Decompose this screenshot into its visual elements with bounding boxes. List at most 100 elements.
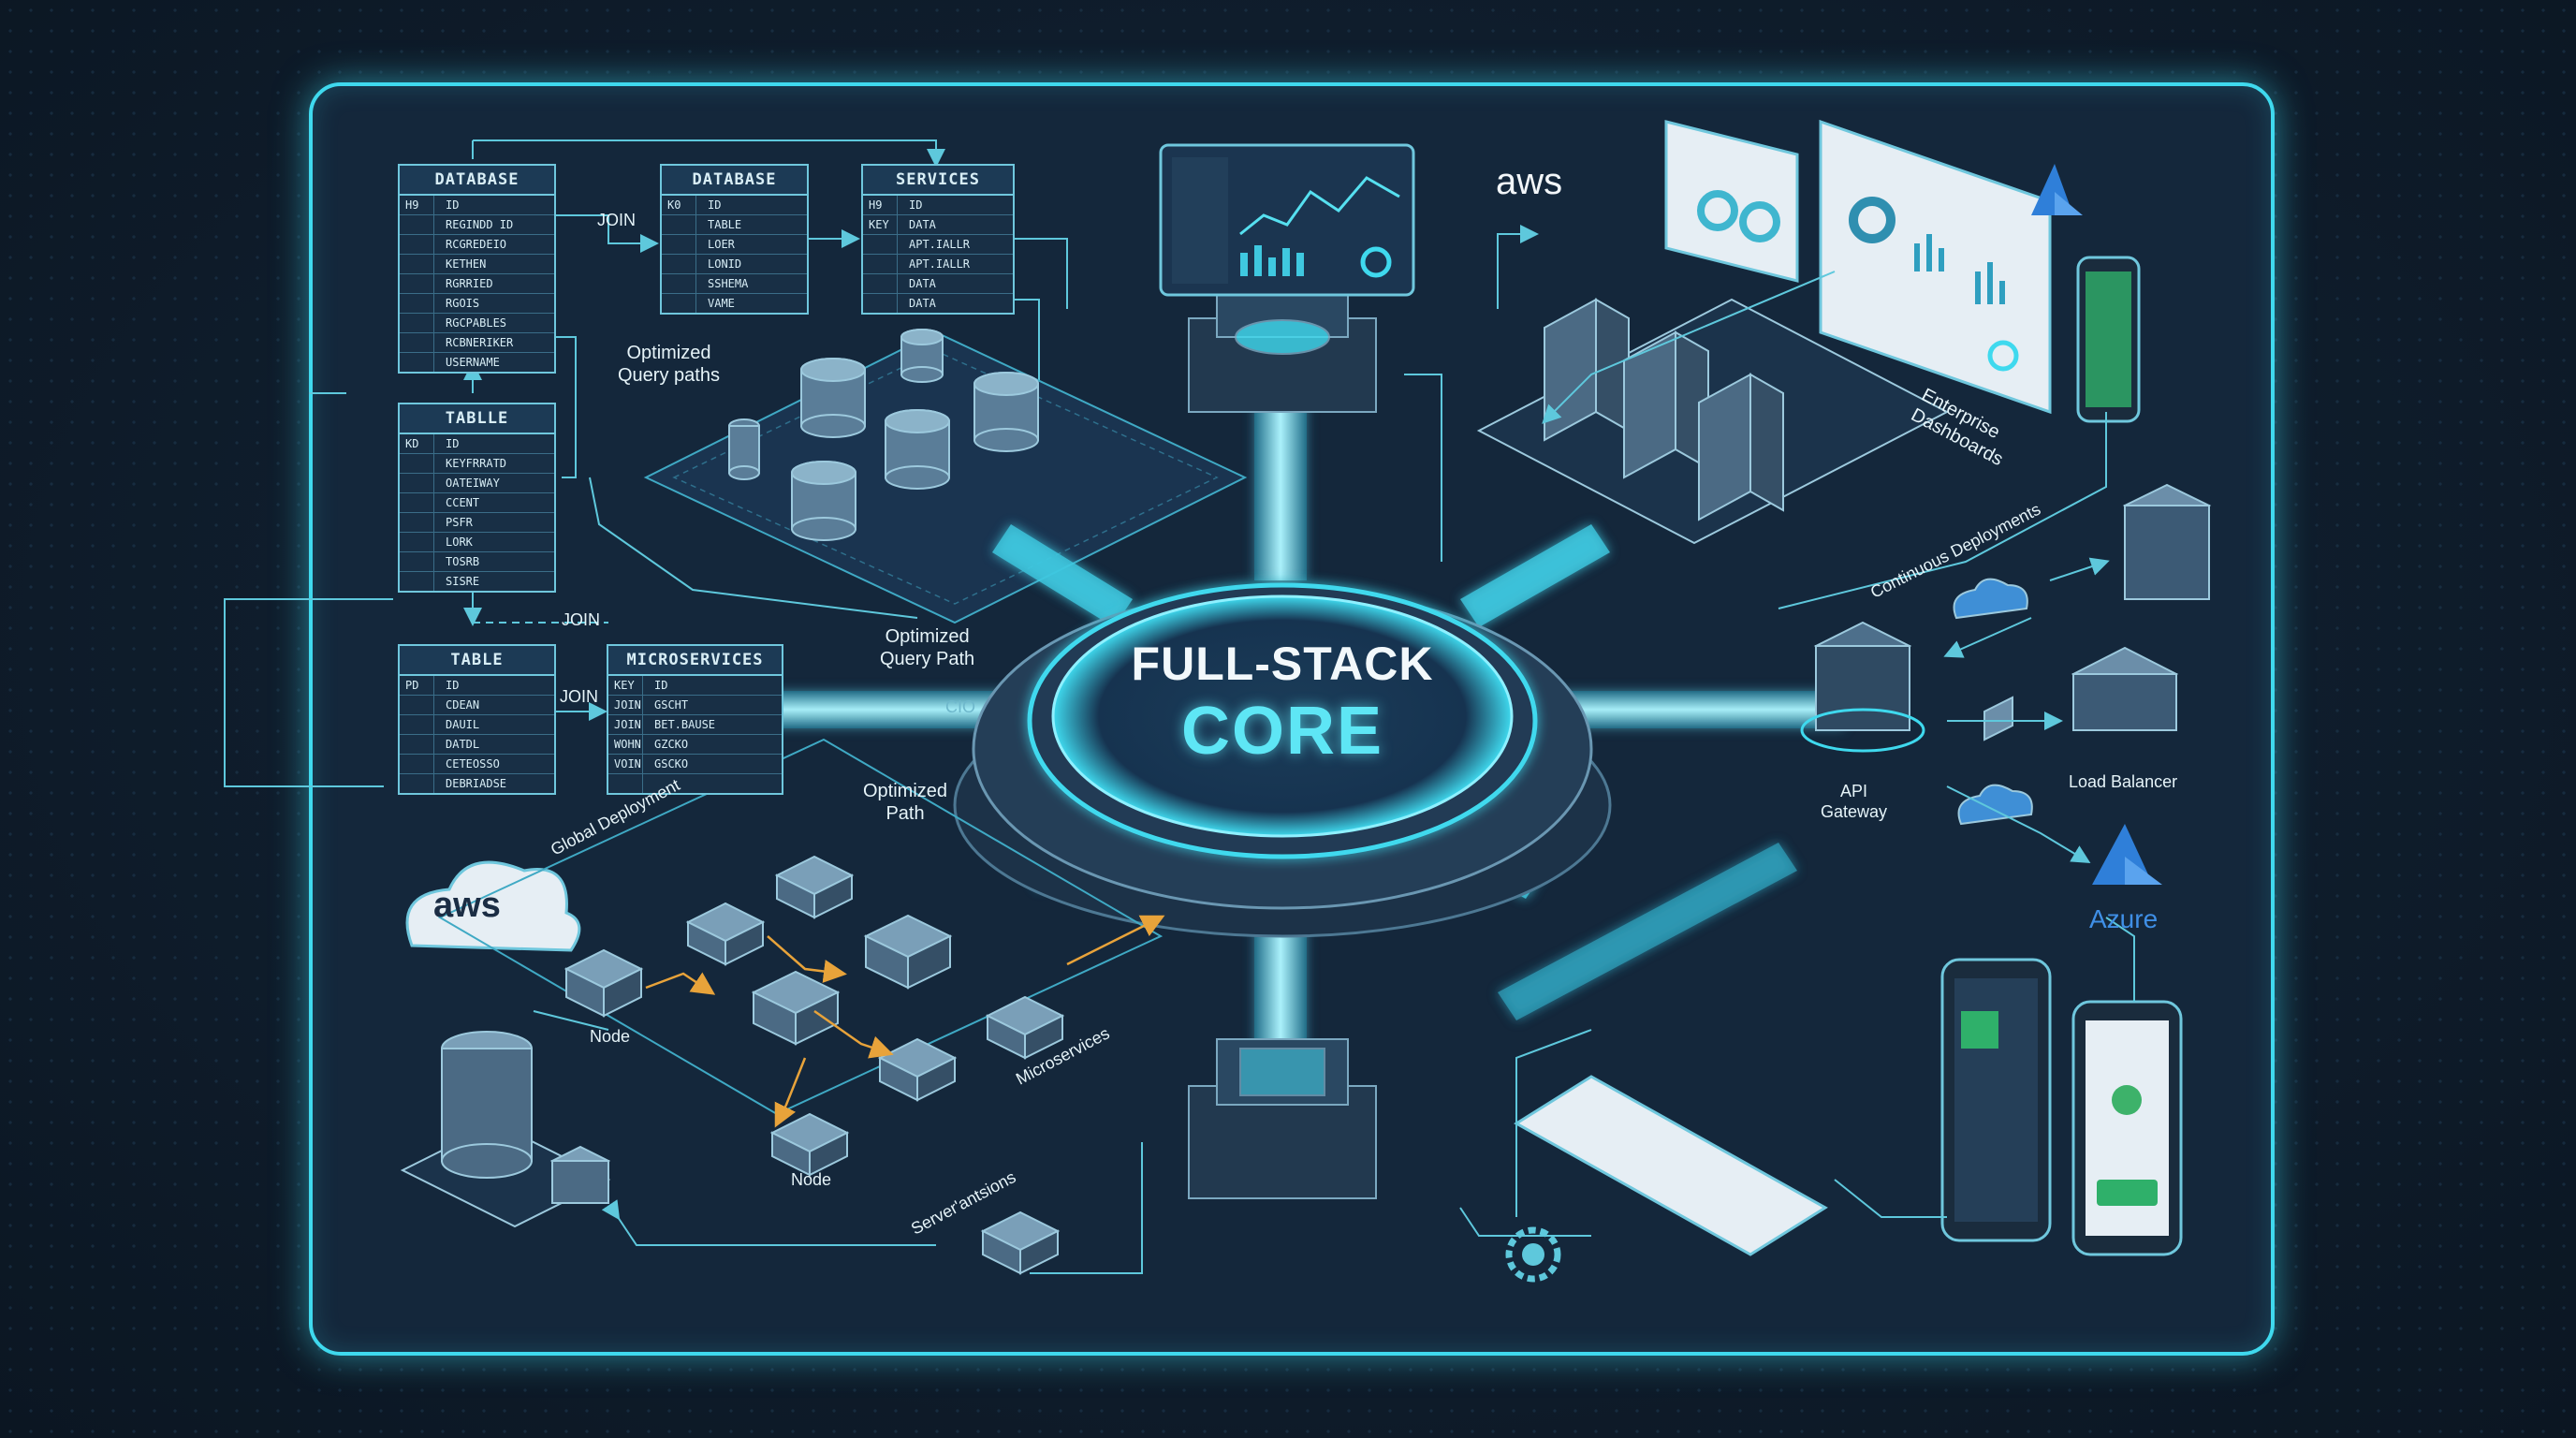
row-value: DATA	[909, 277, 936, 290]
core-title: FULL-STACK CORE	[1053, 637, 1512, 770]
node-label-1: Node	[590, 1027, 631, 1046]
api-gateway-label: API Gateway	[1821, 782, 1888, 821]
join-label-2: JOIN	[562, 610, 601, 629]
row-key	[662, 235, 696, 254]
row-value: PSFR	[446, 516, 473, 529]
table-row: SISRE	[400, 572, 554, 591]
row-key	[400, 552, 434, 571]
table-header: TABLE	[400, 646, 554, 676]
row-value: RGCPABLES	[446, 316, 507, 330]
row-key	[400, 696, 434, 714]
row-value: BET.BAUSE	[654, 718, 716, 731]
row-value: KETHEN	[446, 257, 487, 271]
row-value: ID	[909, 198, 923, 212]
row-value: RCBNERIKER	[446, 336, 514, 349]
row-key	[662, 274, 696, 293]
row-value: LOER	[708, 238, 735, 251]
orange-flow-arrows	[645, 915, 1165, 1128]
table-header: MICROSERVICES	[608, 646, 782, 676]
row-key	[400, 774, 434, 793]
table-row: WOHN GZCKO	[608, 735, 782, 755]
row-value: ID	[446, 198, 460, 212]
row-value: SISRE	[446, 575, 480, 588]
row-key	[400, 572, 434, 591]
table-row	[608, 774, 782, 793]
table-row: VAME	[662, 294, 807, 313]
azure-label: Azure	[2089, 904, 2159, 933]
table-row: DATDL	[400, 735, 554, 755]
optimized-path-label: Optimized Path	[863, 781, 948, 824]
row-value: RGOIS	[446, 297, 480, 310]
table-row: RCBNERIKER	[400, 333, 554, 353]
row-key	[400, 274, 434, 293]
table-row: RGCPABLES	[400, 314, 554, 333]
row-key: H9	[863, 196, 898, 214]
row-key: WOHN	[608, 735, 643, 754]
row-value: SSHEMA	[708, 277, 749, 290]
row-key	[662, 255, 696, 273]
aws-logo-top: aws	[1496, 161, 1563, 202]
row-value: CCENT	[446, 496, 480, 509]
row-value: APT.IALLR	[909, 257, 971, 271]
table-row: RGOIS	[400, 294, 554, 314]
join-label-1: JOIN	[597, 211, 637, 229]
microservice-nodes	[437, 738, 1164, 1275]
table-header: DATABASE	[662, 166, 807, 196]
row-key	[863, 235, 898, 254]
row-key	[400, 333, 434, 352]
row-value: DATA	[909, 297, 936, 310]
row-value: OATEIWAY	[446, 477, 500, 490]
gear-icon	[1505, 1226, 1561, 1283]
table-row: TOSRB	[400, 552, 554, 572]
table-row: CCENT	[400, 493, 554, 513]
table-header: SERVICES	[863, 166, 1013, 196]
dashboard-screens	[1664, 119, 2052, 415]
join-label-3: JOIN	[560, 687, 599, 706]
network-components	[1800, 483, 2212, 826]
row-key	[400, 454, 434, 473]
row-value: CETEOSSO	[446, 757, 500, 770]
table-row: DATA	[863, 294, 1013, 313]
row-key	[400, 255, 434, 273]
load-balancer-label: Load Balancer	[2069, 772, 2178, 791]
row-value: REGINDD ID	[446, 218, 514, 231]
row-key	[608, 774, 643, 793]
row-key	[400, 294, 434, 313]
row-key	[400, 353, 434, 372]
row-key: VOIN	[608, 755, 643, 773]
row-value: GSCKO	[654, 757, 689, 770]
table-row: VOIN GSCKO	[608, 755, 782, 774]
row-key	[863, 255, 898, 273]
row-value: DEBRIADSE	[446, 777, 507, 790]
server-racks	[1476, 298, 1950, 545]
optimized-query-path-label: Optimized Query Path	[880, 626, 975, 669]
table-row: OATEIWAY	[400, 474, 554, 493]
table-row: USERNAME	[400, 353, 554, 372]
table-row: RGRRIED	[400, 274, 554, 294]
table-row: LONID	[662, 255, 807, 274]
row-value: DAUIL	[446, 718, 480, 731]
row-key: KEY	[863, 215, 898, 234]
table-row: APT.IALLR	[863, 255, 1013, 274]
row-key	[863, 274, 898, 293]
row-value: GZCKO	[654, 738, 689, 751]
row-value: GSCHT	[654, 698, 689, 712]
table-row: LOER	[662, 235, 807, 255]
bottom-tower	[1188, 1038, 1377, 1199]
row-value: ID	[708, 198, 722, 212]
optimized-query-paths-label: Optimized Query paths	[618, 343, 720, 386]
row-value: LORK	[446, 536, 473, 549]
row-key	[662, 294, 696, 313]
row-key	[400, 755, 434, 773]
